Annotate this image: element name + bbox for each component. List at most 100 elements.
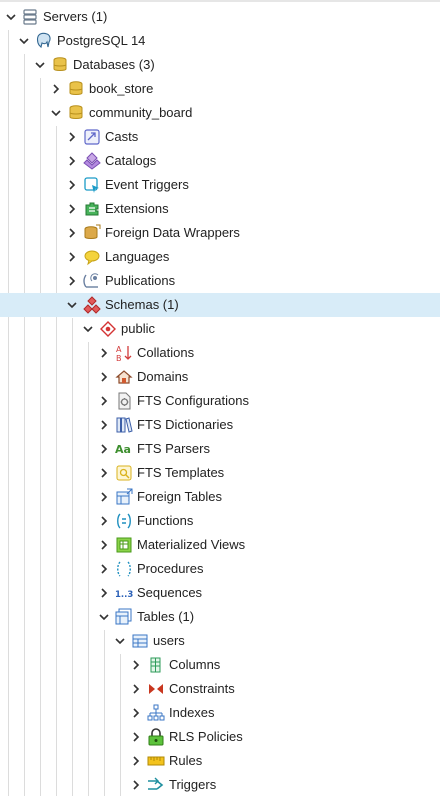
tree-node-foreign-data-wrappers[interactable]: Foreign Data Wrappers [0,221,440,245]
chevron-right-icon[interactable] [96,489,112,505]
tree-node-sequences[interactable]: 1..3 Sequences [0,581,440,605]
tree-node-fts-dictionaries[interactable]: FTS Dictionaries [0,413,440,437]
tree-guide-line [8,30,9,796]
tree-node-community-board[interactable]: community_board [0,101,440,125]
chevron-right-icon[interactable] [96,561,112,577]
procedures-icon [115,560,133,578]
tree-guide-line [104,630,105,796]
chevron-right-icon[interactable] [64,201,80,217]
tree-node-postgresql[interactable]: PostgreSQL 14 [0,29,440,53]
database-icon [67,104,85,122]
tree-node-fts-configurations[interactable]: FTS Configurations [0,389,440,413]
node-label: Indexes [169,705,215,720]
tree-node-event-triggers[interactable]: Event Triggers [0,173,440,197]
chevron-right-icon[interactable] [128,657,144,673]
publications-icon [83,272,101,290]
chevron-right-icon[interactable] [96,537,112,553]
tree-node-book-store[interactable]: book_store [0,77,440,101]
chevron-right-icon[interactable] [128,753,144,769]
tree-node-casts[interactable]: Casts [0,125,440,149]
tree-node-publications[interactable]: Publications [0,269,440,293]
fts-parser-icon-text: Aa [115,443,131,456]
chevron-right-icon[interactable] [64,177,80,193]
chevron-right-icon[interactable] [96,345,112,361]
chevron-right-icon[interactable] [96,369,112,385]
node-label: Extensions [105,201,169,216]
catalogs-icon [83,152,101,170]
tree-guide-line [56,126,57,796]
tree-node-foreign-tables[interactable]: Foreign Tables [0,485,440,509]
chevron-right-icon[interactable] [96,513,112,529]
node-label: FTS Parsers [137,441,210,456]
tree-guide-line [24,54,25,796]
chevron-right-icon[interactable] [64,225,80,241]
chevron-right-icon[interactable] [64,249,80,265]
tree-node-databases[interactable]: Databases (3) [0,53,440,77]
node-label: Casts [105,129,139,144]
chevron-down-icon[interactable] [80,321,96,337]
chevron-right-icon[interactable] [96,465,112,481]
chevron-right-icon[interactable] [48,81,64,97]
node-label: FTS Configurations [137,393,249,408]
node-label: Rules [169,753,203,768]
tree-node-languages[interactable]: Languages [0,245,440,269]
chevron-right-icon[interactable] [64,273,80,289]
fdw-icon [83,224,101,242]
tree-node-fts-templates[interactable]: FTS Templates [0,461,440,485]
tree-node-public[interactable]: public [0,317,440,341]
node-label: Foreign Data Wrappers [105,225,240,240]
schemas-icon [83,296,101,314]
chevron-down-icon[interactable] [64,297,80,313]
chevron-down-icon[interactable] [112,633,128,649]
chevron-right-icon[interactable] [64,153,80,169]
tree-node-fts-parsers[interactable]: Aa FTS Parsers [0,437,440,461]
tree-node-procedures[interactable]: Procedures [0,557,440,581]
indexes-icon [147,704,165,722]
node-label: Publications [105,273,176,288]
chevron-right-icon[interactable] [128,777,144,793]
tree-node-constraints[interactable]: Constraints [0,677,440,701]
tree-node-indexes[interactable]: Indexes [0,701,440,725]
node-label: RLS Policies [169,729,243,744]
tree-guide-line [88,342,89,796]
node-label: Tables (1) [137,609,195,624]
tree-node-servers[interactable]: Servers (1) [0,5,440,29]
tree-node-columns[interactable]: Columns [0,653,440,677]
chevron-down-icon[interactable] [16,33,32,49]
tree-node-rules[interactable]: Rules [0,749,440,773]
chevron-right-icon[interactable] [128,681,144,697]
tree-node-catalogs[interactable]: Catalogs [0,149,440,173]
fts-dictionary-icon [115,416,133,434]
tree-node-extensions[interactable]: Extensions [0,197,440,221]
database-icon [67,80,85,98]
chevron-right-icon[interactable] [128,705,144,721]
chevron-down-icon[interactable] [3,9,19,25]
svg-text:B: B [116,354,122,362]
node-label: Databases (3) [73,57,155,72]
chevron-down-icon[interactable] [96,609,112,625]
tree-node-users[interactable]: users [0,629,440,653]
node-label: Catalogs [105,153,157,168]
chevron-down-icon[interactable] [48,105,64,121]
chevron-right-icon[interactable] [96,585,112,601]
node-label: Schemas (1) [105,297,179,312]
node-label: Servers (1) [43,9,108,24]
chevron-down-icon[interactable] [32,57,48,73]
languages-icon [83,248,101,266]
functions-icon [115,512,133,530]
chevron-right-icon[interactable] [64,129,80,145]
tree-node-tables[interactable]: Tables (1) [0,605,440,629]
chevron-right-icon[interactable] [96,417,112,433]
chevron-right-icon[interactable] [96,393,112,409]
chevron-right-icon[interactable] [96,441,112,457]
chevron-right-icon[interactable] [128,729,144,745]
tree-node-schemas[interactable]: Schemas (1) [0,293,440,317]
tree-node-triggers[interactable]: Triggers [0,773,440,797]
node-label: Languages [105,249,170,264]
tree-node-materialized-views[interactable]: Materialized Views [0,533,440,557]
tree-node-domains[interactable]: Domains [0,365,440,389]
tree-node-rls-policies[interactable]: RLS Policies [0,725,440,749]
tree-node-functions[interactable]: Functions [0,509,440,533]
